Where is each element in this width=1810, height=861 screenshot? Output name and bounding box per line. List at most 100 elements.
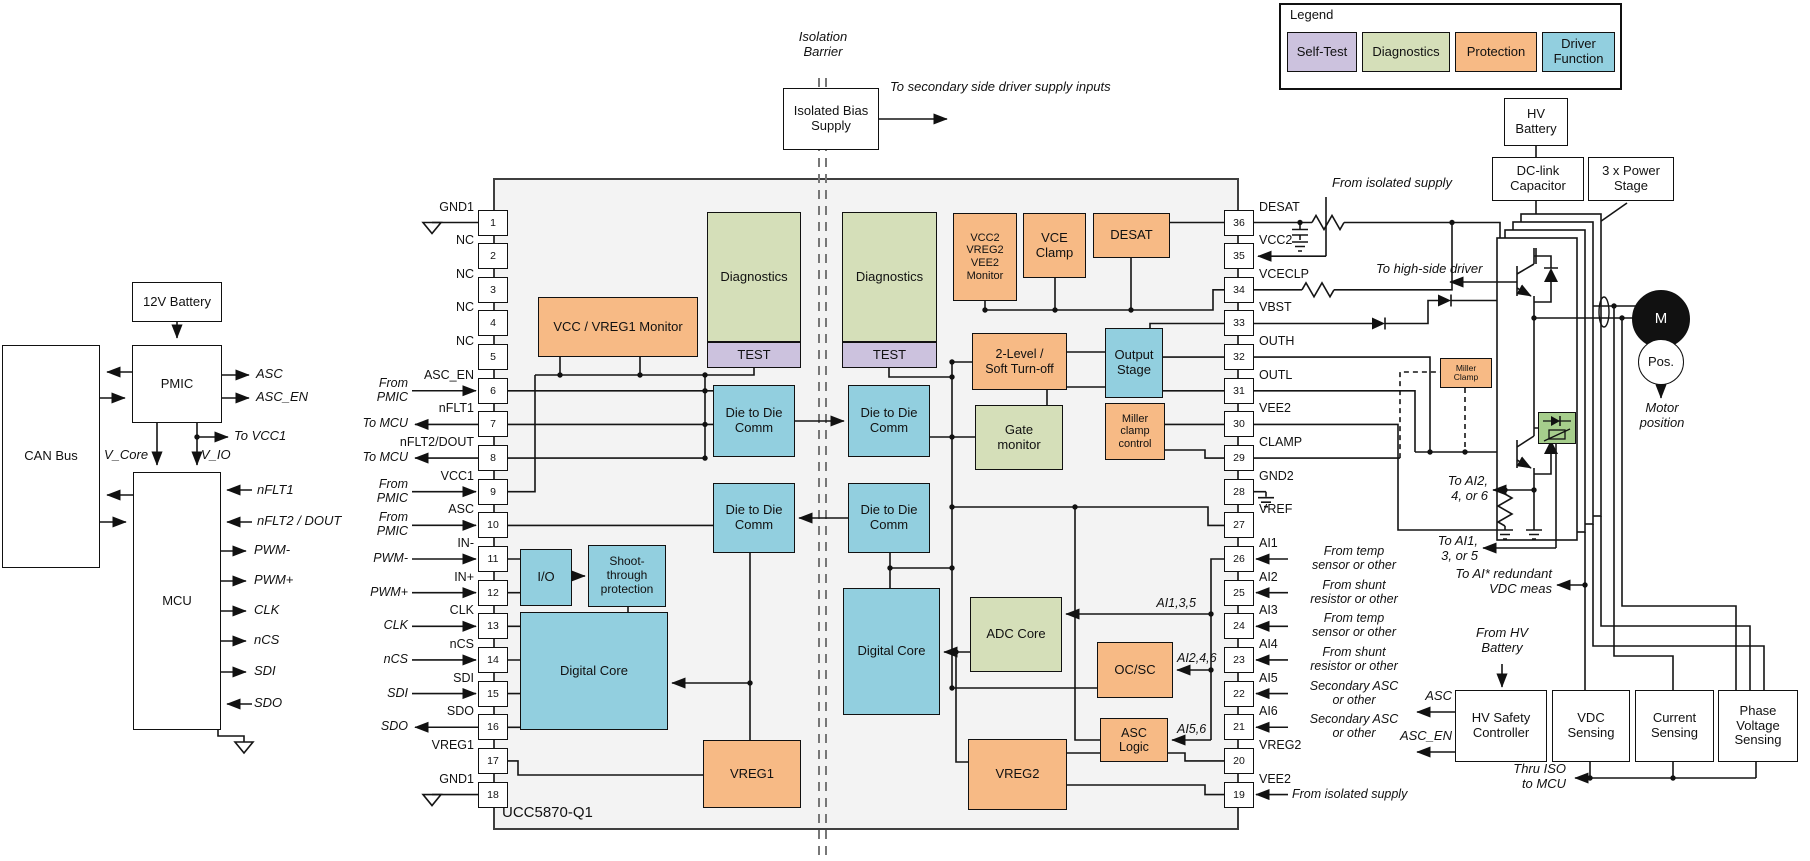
diagnostics-primary-block: Diagnostics — [707, 212, 801, 342]
ic-name: UCC5870-Q1 — [502, 804, 593, 821]
test-primary-block: TEST — [707, 342, 801, 368]
asc-en-out-label: ASC_EN — [1399, 728, 1452, 743]
vreg1-block: VREG1 — [703, 740, 801, 808]
motor-position-label: Motor position — [1639, 400, 1685, 430]
vreg2-block: VREG2 — [968, 739, 1067, 810]
pin-11: 11 — [478, 546, 508, 572]
pin-20-label: VREG2 — [1259, 737, 1302, 752]
diagnostics-secondary-block: Diagnostics — [842, 212, 937, 342]
to-ai246-label: To AI2, 4, or 6 — [1447, 473, 1488, 503]
digital-core-primary-block: Digital Core — [520, 612, 668, 730]
pin-36: 36 — [1224, 209, 1254, 236]
pin-33: 33 — [1224, 310, 1254, 337]
pin-21: 21 — [1224, 714, 1254, 741]
v-io-label: V_IO — [201, 447, 231, 462]
pin-32: 32 — [1224, 344, 1254, 371]
pin-26-annotation: From temp sensor or other — [1311, 544, 1397, 572]
ai135-label: AI1,3,5 — [1156, 596, 1196, 610]
output-stage-block: Output Stage — [1105, 328, 1163, 398]
asc-signal-label: ASC — [256, 366, 283, 381]
pin-13-annotation: CLK — [383, 618, 408, 633]
pin-1: 1 — [478, 209, 508, 236]
pin-6-label: ASC_EN — [423, 367, 474, 382]
pin-4: 4 — [478, 310, 508, 337]
temp-sensor-box — [1538, 412, 1576, 444]
shoot-through-protection-block: Shoot- through protection — [588, 545, 666, 607]
legend-item-protection: Protection — [1455, 32, 1537, 72]
adc-core-block: ADC Core — [970, 597, 1062, 672]
pin-5: 5 — [478, 344, 508, 371]
die-to-die-comm-secondary-b: Die to Die Comm — [848, 483, 930, 553]
sdo-signal-label: SDO — [254, 695, 283, 710]
ai246-label: AI2,4,6 — [1177, 651, 1217, 665]
pin-14-label: nCS — [449, 636, 474, 651]
thru-iso-label: Thru ISO to MCU — [1513, 761, 1566, 791]
pin-9-annotation: From PMIC — [376, 476, 408, 505]
isolated-bias-supply-box: Isolated Bias Supply — [783, 88, 879, 150]
pin-4-label: NC — [455, 300, 474, 315]
hv-battery-box: HV Battery — [1504, 98, 1568, 146]
pin-34: 34 — [1224, 276, 1254, 303]
pin-9-label: VCC1 — [440, 468, 474, 483]
power-stage-label-box: 3 x Power Stage — [1588, 157, 1674, 201]
pin-12: 12 — [478, 579, 508, 606]
v-core-label: V_Core — [104, 447, 149, 462]
pin-24-label: AI3 — [1259, 603, 1278, 618]
pin-36-label: DESAT — [1259, 199, 1300, 214]
pin-15-annotation: SDI — [387, 685, 408, 700]
two-level-soft-turnoff-block: 2-Level / Soft Turn-off — [972, 333, 1067, 390]
pin-18-label: GND1 — [439, 771, 474, 786]
pin-7-annotation: To MCU — [362, 416, 408, 431]
pin-16-annotation: SDO — [380, 719, 408, 734]
pin-2-label: NC — [455, 233, 474, 248]
pin-23-label: AI4 — [1259, 636, 1278, 651]
vdc-sensing-box: VDC Sensing — [1552, 690, 1630, 762]
pin-24-annotation: From temp sensor or other — [1311, 611, 1397, 640]
pwm-minus-label: PWM- — [254, 542, 291, 557]
ai56-label: AI5,6 — [1177, 722, 1207, 736]
pin-3: 3 — [478, 276, 508, 303]
pin-31-label: OUTL — [1259, 367, 1293, 382]
vce-clamp-block: VCE Clamp — [1023, 213, 1086, 278]
die-to-die-comm-secondary-a: Die to Die Comm — [848, 385, 930, 457]
pin-14-annotation: nCS — [383, 651, 408, 666]
from-hv-battery-label: From HV Battery — [1476, 625, 1528, 655]
nflt1-signal-label: nFLT1 — [257, 482, 294, 497]
pin-29: 29 — [1224, 445, 1254, 472]
pin-19-annotation: From isolated supply — [1292, 786, 1408, 801]
legend-item-driver-function: Driver Function — [1542, 32, 1615, 72]
pin-12-annotation: PWM+ — [370, 584, 408, 599]
pin-6-annotation: From PMIC — [376, 375, 408, 404]
pin-1-label: GND1 — [439, 199, 474, 214]
asc-out-label: ASC — [1425, 688, 1452, 703]
pin-8: 8 — [478, 445, 508, 472]
pin-13: 13 — [478, 613, 508, 640]
temp-sensor-icon — [1543, 416, 1571, 442]
pin-11-annotation: PWM- — [373, 551, 408, 565]
pwm-plus-label: PWM+ — [254, 572, 294, 587]
pin-26: 26 — [1224, 546, 1254, 572]
pin-27-label: VREF — [1259, 502, 1293, 517]
pin-11-label: IN- — [457, 536, 474, 550]
pin-23-annotation: From shunt resistor or other — [1310, 644, 1398, 673]
io-block: I/O — [520, 549, 572, 606]
to-high-side-driver-label: To high-side driver — [1376, 261, 1483, 276]
pin-35: 35 — [1224, 243, 1254, 270]
gate-monitor-block: Gate monitor — [975, 405, 1063, 470]
battery-12v-box: 12V Battery — [132, 282, 222, 322]
pin-17: 17 — [478, 747, 508, 774]
ncs-signal-label: nCS — [254, 632, 280, 647]
vcc-vreg1-monitor-block: VCC / VREG1 Monitor — [538, 297, 698, 357]
asc-logic-block: ASC Logic — [1100, 718, 1168, 762]
desat-block: DESAT — [1093, 213, 1170, 258]
pmic-box: PMIC — [132, 345, 222, 423]
pin-8-label: nFLT2/DOUT — [399, 435, 474, 450]
pin-10-annotation: From PMIC — [376, 510, 408, 539]
pin-26-label: AI1 — [1259, 536, 1278, 550]
pin-19-label: VEE2 — [1259, 771, 1291, 786]
pin-9: 9 — [478, 478, 508, 505]
pin-2: 2 — [478, 243, 508, 270]
pin-10: 10 — [478, 512, 508, 539]
pin-15-label: SDI — [453, 670, 474, 685]
